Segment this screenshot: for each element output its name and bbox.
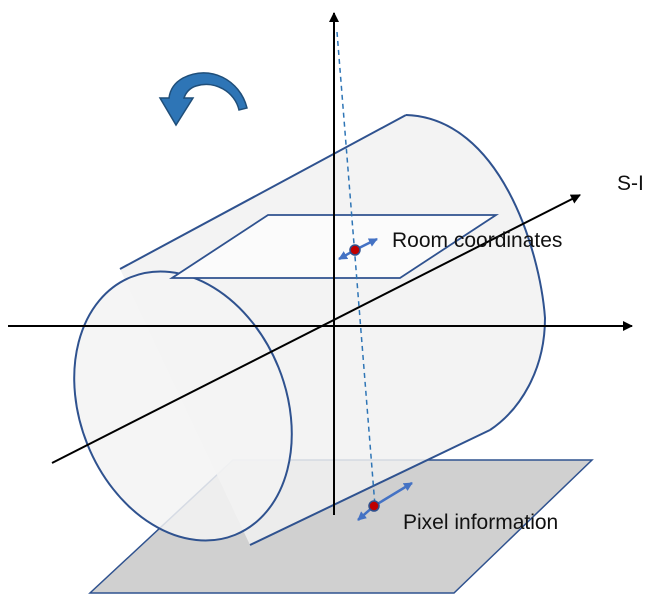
sl-axis xyxy=(51,194,581,464)
cylinder-bottom-edge xyxy=(249,429,491,546)
room-point-icon xyxy=(349,244,361,256)
curved-rotation-arrow-icon xyxy=(158,72,248,127)
room-coordinates-label: Room coordinates xyxy=(392,229,563,252)
cylinder-top-edge xyxy=(119,114,407,270)
sl-axis-label: S-I xyxy=(617,172,644,195)
pixel-point-icon xyxy=(368,500,380,512)
pixel-information-label: Pixel information xyxy=(403,511,559,534)
projection-line xyxy=(336,31,376,507)
pixel-point-arrow xyxy=(373,481,413,508)
cylinder-back-cap-edge xyxy=(405,114,547,431)
cylinder-front-cap xyxy=(74,271,292,541)
